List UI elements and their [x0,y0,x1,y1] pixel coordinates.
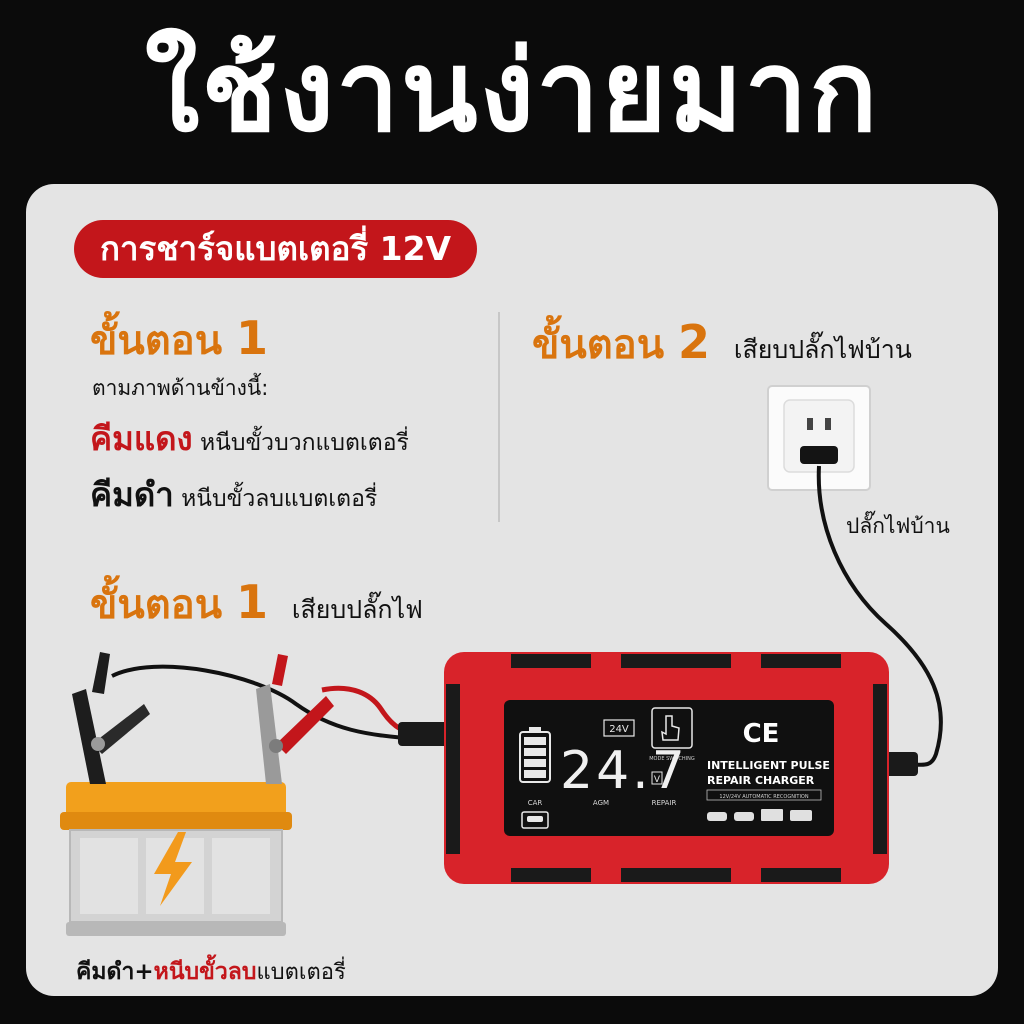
bottom-caption-part2: หนีบขั้วลบ [153,959,257,985]
step2-title-word: ขั้นตอน [532,322,665,368]
black-clamp-label: คีมดำ [90,475,174,514]
black-clamp-icon [72,652,150,784]
bottom-caption-part3: แบตเตอรี่ [256,960,346,985]
voltage-badge: 24V [609,724,629,735]
step3-subtitle: เสียบปลั๊กไฟ [291,595,423,624]
step1-title-num: 1 [235,311,268,365]
mode-button-caption: MODE SWITCHING [649,756,695,762]
hand-touch-icon [651,707,693,749]
step3-heading: ขั้นตอน 1 เสียบปลั๊กไฟ [90,576,423,636]
voltage-display: 24.7 [560,741,688,801]
mode-repair-label: REPAIR [652,799,677,807]
display-unit: V [654,775,661,785]
charger-illustration: 24V MODE SWITCHING 24.7 V CE INTELLIGENT… [444,652,889,884]
step2-title-num: 2 [677,315,710,369]
wall-socket-icon [767,385,871,491]
red-clamp-icon [256,654,334,784]
battery-level-icon [519,727,551,783]
feature-strip: 12V/24V AUTOMATIC RECOGNITION [719,794,808,800]
red-clamp-label: คีมแดง [90,419,193,458]
bottom-caption: คีมดำ+หนีบขั้วลบแบตเตอรี่ [76,954,346,990]
step1-heading: ขั้นตอน 1 [90,312,268,367]
mode-car-label: CAR [528,799,543,807]
ce-mark: CE [743,719,780,749]
mode-agm-label: AGM [593,799,609,807]
step1-hint: ตามภาพด้านข้างนี้: [92,376,269,400]
vehicle-icons [707,809,812,821]
car-icon [521,811,549,829]
black-clamp-row: คีมดำ หนีบขั้วลบแบตเตอรี่ [90,468,377,521]
headline: ใช้งานง่ายมาก [144,27,880,157]
black-clamp-text: หนีบขั้วลบแบตเตอรี่ [181,486,378,512]
step3-title-num: 1 [235,575,268,629]
lightning-icon [154,832,192,906]
step3-title-word: ขั้นตอน [90,582,223,628]
battery-illustration [60,782,292,936]
step1-title-word: ขั้นตอน [90,318,223,364]
bottom-caption-part1: คีมดำ+ [76,959,154,985]
cable-label: ปลั๊กไฟบ้าน [846,514,950,538]
column-divider [498,312,500,522]
illustration: 24V MODE SWITCHING 24.7 V CE INTELLIGENT… [60,385,943,936]
instruction-panel: 24V MODE SWITCHING 24.7 V CE INTELLIGENT… [26,184,998,996]
brand-line1: INTELLIGENT PULSE [707,759,830,772]
brand-line2: REPAIR CHARGER [707,774,815,787]
step2-subtitle: เสียบปลั๊กไฟบ้าน [733,335,912,364]
step2-heading: ขั้นตอน 2 เสียบปลั๊กไฟบ้าน [532,316,912,376]
title-pill: การชาร์จแบตเตอรี่ 12V [74,220,478,278]
red-clamp-row: คีมแดง หนีบขั้วบวกแบตเตอรี่ [90,412,409,465]
red-clamp-text: หนีบขั้วบวกแบตเตอรี่ [199,430,409,456]
